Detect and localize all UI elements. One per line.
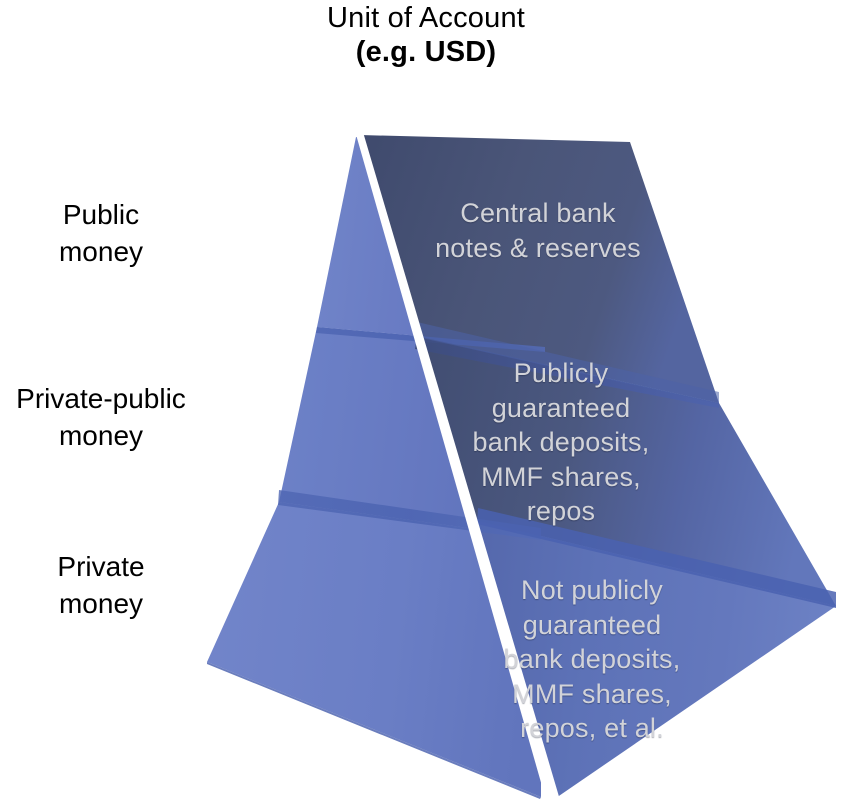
pyramid-front-edge-highlight: [355, 131, 560, 800]
left-face-tier-bottom: [207, 502, 541, 797]
seam-upper-front: [415, 336, 719, 408]
tier-label-private-public-money: Private-public money: [16, 383, 186, 452]
figure-title: Unit of Account (e.g. USD): [248, 2, 604, 69]
tier-label-public-money: Public money: [58, 199, 144, 268]
ridge-white-line: [355, 131, 560, 800]
tier-content-private-money: Not publicly guaranteed bank deposits, M…: [503, 575, 681, 744]
pyramid-tier-seams: [278, 322, 836, 608]
seam-lower-front: [477, 508, 836, 608]
tier-content-public-money: Central bank notes & reserves: [435, 198, 641, 263]
tier-content-private-public-money: Publicly guaranteed bank deposits, MMF s…: [472, 358, 650, 527]
front-face-tier-bottom: [478, 521, 836, 800]
pyramid-front-face: [360, 135, 836, 800]
front-face-tier-middle: [417, 336, 836, 606]
title-primary: Unit of Account: [326, 2, 526, 34]
tier-label-private-money: Private money: [57, 551, 145, 620]
seam-upper-front-band: [417, 322, 719, 404]
pyramid-apex: [352, 129, 364, 139]
left-face-base-underside: [207, 662, 541, 799]
title-secondary: (e.g. USD): [355, 35, 497, 68]
